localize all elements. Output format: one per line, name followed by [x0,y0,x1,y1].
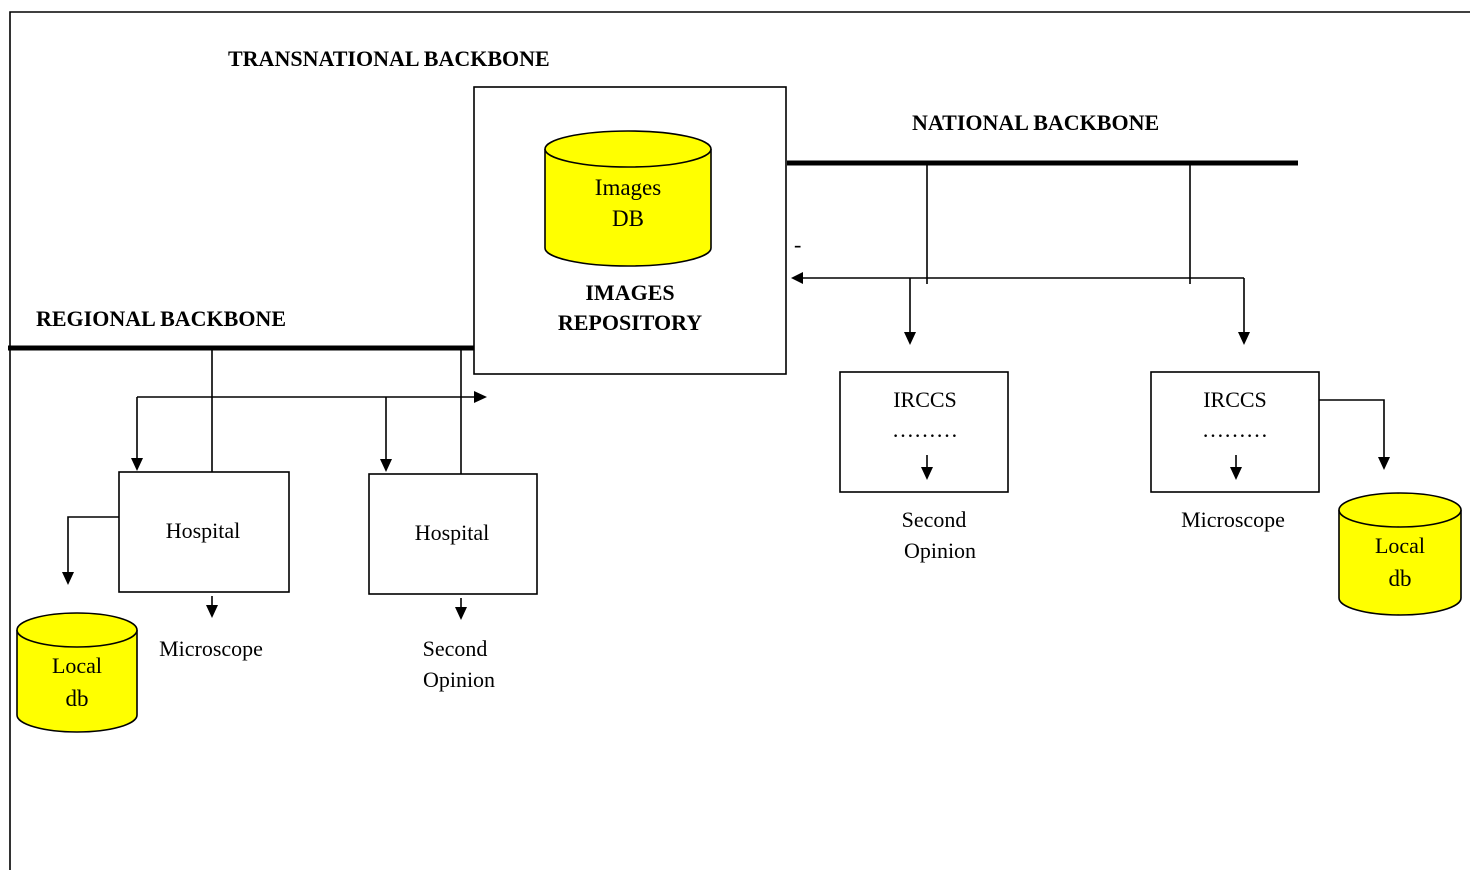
dash-mark: - [794,232,801,257]
hospital-right-out-arrow [455,607,467,620]
diagram-frame [9,11,1470,870]
hospital-right-box [368,473,538,595]
irccs-left-arrow [904,332,916,345]
irccs-right-db-arrow [1378,457,1390,470]
hospital-left-label: Hospital [166,518,241,543]
hospital-left-db-arrow [62,572,74,585]
images-db-cylinder [544,130,712,267]
hospital-left-local-db-cylinder [16,612,138,733]
hospital-right-output-line2: Opinion [423,667,495,692]
irccs-right-db-label-line1: Local [1375,533,1425,558]
hospital-left-arrow [131,458,143,471]
images-db-label-line2: DB [612,206,644,231]
repository-up-arrow [474,391,487,403]
hospital-left-out-arrow [206,605,218,618]
irccs-right-label: IRCCS [1203,387,1267,412]
irccs-right-db-link [1319,399,1385,458]
hospital-left-db-label-line1: Local [52,653,102,678]
regional-backbone-label: REGIONAL BACKBONE [36,306,286,331]
hospital-right-label: Hospital [415,520,490,545]
hospital-left-output: Microscope [159,636,263,661]
irccs-right-dots: ……… [1202,417,1268,442]
irccs-right-output: Microscope [1181,507,1285,532]
national-backbone-label: NATIONAL BACKBONE [912,110,1159,135]
irccs-right-db-label-line2: db [1389,566,1412,591]
irccs-left-label: IRCCS [893,387,957,412]
hospital-left-db-label-line2: db [66,686,89,711]
irccs-left-out-arrow [921,467,933,480]
irccs-right-out-arrow [1230,467,1242,480]
transnational-backbone-label: TRANSNATIONAL BACKBONE [228,46,550,71]
repository-arrow-head [791,272,803,284]
irccs-left-output-line2: Opinion [904,538,976,563]
irccs-left-output-line1: Second [902,507,967,532]
hospital-right-arrow [380,459,392,472]
irccs-right-local-db-cylinder [1338,492,1462,616]
hospital-left-box [118,471,290,593]
images-repository-title-line2: REPOSITORY [558,310,702,335]
irccs-right-arrow [1238,332,1250,345]
hospital-right-output-line1: Second [423,636,488,661]
irccs-left-dots: ……… [892,417,958,442]
images-db-label-line1: Images [595,175,661,200]
hospital-left-db-link [67,516,119,573]
images-repository-title-line1: IMAGES [585,280,674,305]
